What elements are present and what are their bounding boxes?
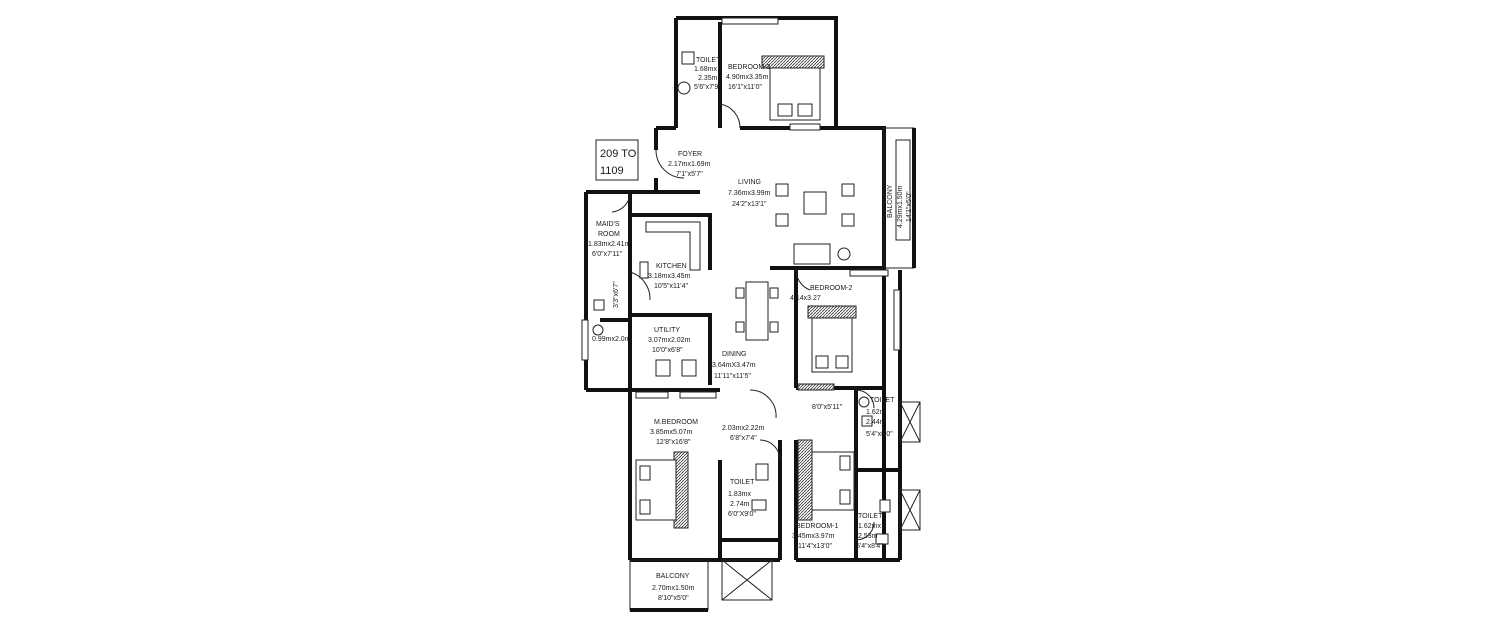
unit-tag: 209 TO 1109 <box>595 139 639 181</box>
svg-text:3'3"x6'7": 3'3"x6'7" <box>613 281 620 308</box>
room-label-dress: 2.03mx2.22m 6'8"x7'4" <box>722 425 765 442</box>
room-label-balcony-right: BALCONY 4.29mx1.50m 14'1"x5'0" <box>887 184 913 228</box>
room-label-utility: UTILITY 3.07mx2.02m 10'0"x6'8" <box>648 327 691 354</box>
svg-text:1.83mx2.41m: 1.83mx2.41m <box>588 241 631 248</box>
furniture <box>592 51 921 601</box>
svg-text:2.74m: 2.74m <box>730 501 750 508</box>
svg-text:5'4"x8'0": 5'4"x8'0" <box>866 431 893 438</box>
svg-text:7.36mx3.99m: 7.36mx3.99m <box>728 190 771 197</box>
svg-text:FOYER: FOYER <box>678 151 702 158</box>
svg-text:BALCONY: BALCONY <box>656 573 690 580</box>
room-label-toilet-b1: TOILET 1.62mx 2.53m 5'4"x8'4" <box>856 513 883 550</box>
room-label-living: LIVING 7.36mx3.99m 24'2"x13'1" <box>728 179 771 208</box>
svg-text:1.62m: 1.62m <box>866 409 886 416</box>
room-label-balcony-bottom: BALCONY 2.70mx1.50m 8'10"x5'0" <box>652 573 695 602</box>
room-label-toilet-b2: TOILET 1.62m 2.44m 5'4"x8'0" <box>866 397 895 438</box>
svg-text:16'1"x11'0": 16'1"x11'0" <box>728 84 762 91</box>
svg-text:5'6"x7'9": 5'6"x7'9" <box>694 84 721 91</box>
svg-text:1.83mx: 1.83mx <box>728 491 751 498</box>
svg-text:ROOM: ROOM <box>598 231 620 238</box>
svg-text:3.07mx2.02m: 3.07mx2.02m <box>648 337 691 344</box>
svg-text:11'4"x13'0": 11'4"x13'0" <box>798 543 832 550</box>
svg-text:KITCHEN: KITCHEN <box>656 263 687 270</box>
room-label-master-bedroom: M.BEDROOM 3.85mx5.07m 12'8"x16'8" <box>650 419 698 446</box>
svg-text:UTILITY: UTILITY <box>654 327 680 334</box>
svg-text:BEDROOM-1: BEDROOM-1 <box>796 523 839 530</box>
room-label-bedroom-1: BEDROOM-1 3.45mx3.97m 11'4"x13'0" <box>792 523 839 550</box>
svg-text:BEDROOM-3: BEDROOM-3 <box>728 64 771 71</box>
svg-text:BEDROOM-2: BEDROOM-2 <box>810 285 853 292</box>
svg-text:TOILET: TOILET <box>730 479 755 486</box>
svg-text:7'1"x5'7": 7'1"x5'7" <box>676 171 703 178</box>
svg-text:6'0"X9'0": 6'0"X9'0" <box>728 511 756 518</box>
svg-text:MAID'S: MAID'S <box>596 221 620 228</box>
svg-text:14'1"x5'0": 14'1"x5'0" <box>906 191 913 222</box>
svg-text:2.53m: 2.53m <box>858 533 878 540</box>
svg-text:0.99mx2.0m: 0.99mx2.0m <box>592 336 631 343</box>
svg-text:5'4"x8'4": 5'4"x8'4" <box>856 543 883 550</box>
svg-text:6'8"x7'4": 6'8"x7'4" <box>730 435 757 442</box>
svg-text:4.29mx1.50m: 4.29mx1.50m <box>897 185 904 228</box>
svg-text:DINING: DINING <box>722 351 747 358</box>
svg-text:TOILET: TOILET <box>858 513 883 520</box>
room-label-maids-room: MAID'S ROOM 1.83mx2.41m 6'0"x7'11" <box>588 221 631 258</box>
svg-text:3.18mx3.45m: 3.18mx3.45m <box>648 273 691 280</box>
room-label-toilet-master: TOILET 1.83mx 2.74m 6'0"X9'0" <box>728 479 756 518</box>
svg-text:LIVING: LIVING <box>738 179 761 186</box>
room-label-bedroom-2: BEDROOM-2 4.14x3.27 <box>790 285 853 302</box>
room-label-toilet-top: TOILET 1.68mx 2.35m 5'6"x7'9" <box>694 57 721 91</box>
svg-text:TOILET: TOILET <box>870 397 895 404</box>
svg-text:M.BEDROOM: M.BEDROOM <box>654 419 698 426</box>
svg-text:3.45mx3.97m: 3.45mx3.97m <box>792 533 835 540</box>
svg-text:2.70mx1.50m: 2.70mx1.50m <box>652 585 695 592</box>
windows <box>581 17 911 399</box>
room-label-dining: DINING 3.64mX3.47m 11'11"x11'5" <box>712 351 756 380</box>
svg-text:209 TO: 209 TO <box>600 148 637 160</box>
svg-text:3.64mX3.47m: 3.64mX3.47m <box>712 362 756 369</box>
svg-text:2.03mx2.22m: 2.03mx2.22m <box>722 425 765 432</box>
svg-text:8'10"x5'0": 8'10"x5'0" <box>658 595 689 602</box>
svg-text:1.62mx: 1.62mx <box>858 523 881 530</box>
svg-text:10'0"x6'8": 10'0"x6'8" <box>652 347 683 354</box>
svg-text:BALCONY: BALCONY <box>887 184 894 218</box>
svg-text:8'0"x5'11": 8'0"x5'11" <box>812 404 843 411</box>
room-label-bedroom-3: BEDROOM-3 4.90mx3.35m 16'1"x11'0" <box>726 64 771 91</box>
svg-text:2.17mx1.69m: 2.17mx1.69m <box>668 161 711 168</box>
svg-text:3.85mx5.07m: 3.85mx5.07m <box>650 429 693 436</box>
svg-text:4.90mx3.35m: 4.90mx3.35m <box>726 74 769 81</box>
room-label-wardrobe-2: 8'0"x5'11" <box>812 404 843 411</box>
svg-text:11'11"x11'5": 11'11"x11'5" <box>714 373 751 380</box>
room-label-kitchen: KITCHEN 3.18mx3.45m 10'5"x11'4" <box>648 263 691 290</box>
room-label-foyer: FOYER 2.17mx1.69m 7'1"x5'7" <box>668 151 711 178</box>
svg-text:TOILET: TOILET <box>696 57 721 64</box>
room-label-maids-toilet: 3'3"x6'7" 0.99mx2.0m <box>592 281 631 343</box>
svg-text:2.35m: 2.35m <box>698 75 718 82</box>
svg-text:10'5"x11'4": 10'5"x11'4" <box>654 283 688 290</box>
svg-text:1.68mx: 1.68mx <box>694 66 717 73</box>
svg-text:12'8"x16'8": 12'8"x16'8" <box>656 439 691 446</box>
svg-text:6'0"x7'11": 6'0"x7'11" <box>592 251 623 258</box>
svg-text:1109: 1109 <box>600 165 624 177</box>
svg-text:4.14x3.27: 4.14x3.27 <box>790 295 821 302</box>
doors <box>611 103 875 541</box>
svg-text:24'2"x13'1": 24'2"x13'1" <box>732 201 767 208</box>
svg-text:2.44m: 2.44m <box>866 419 886 426</box>
